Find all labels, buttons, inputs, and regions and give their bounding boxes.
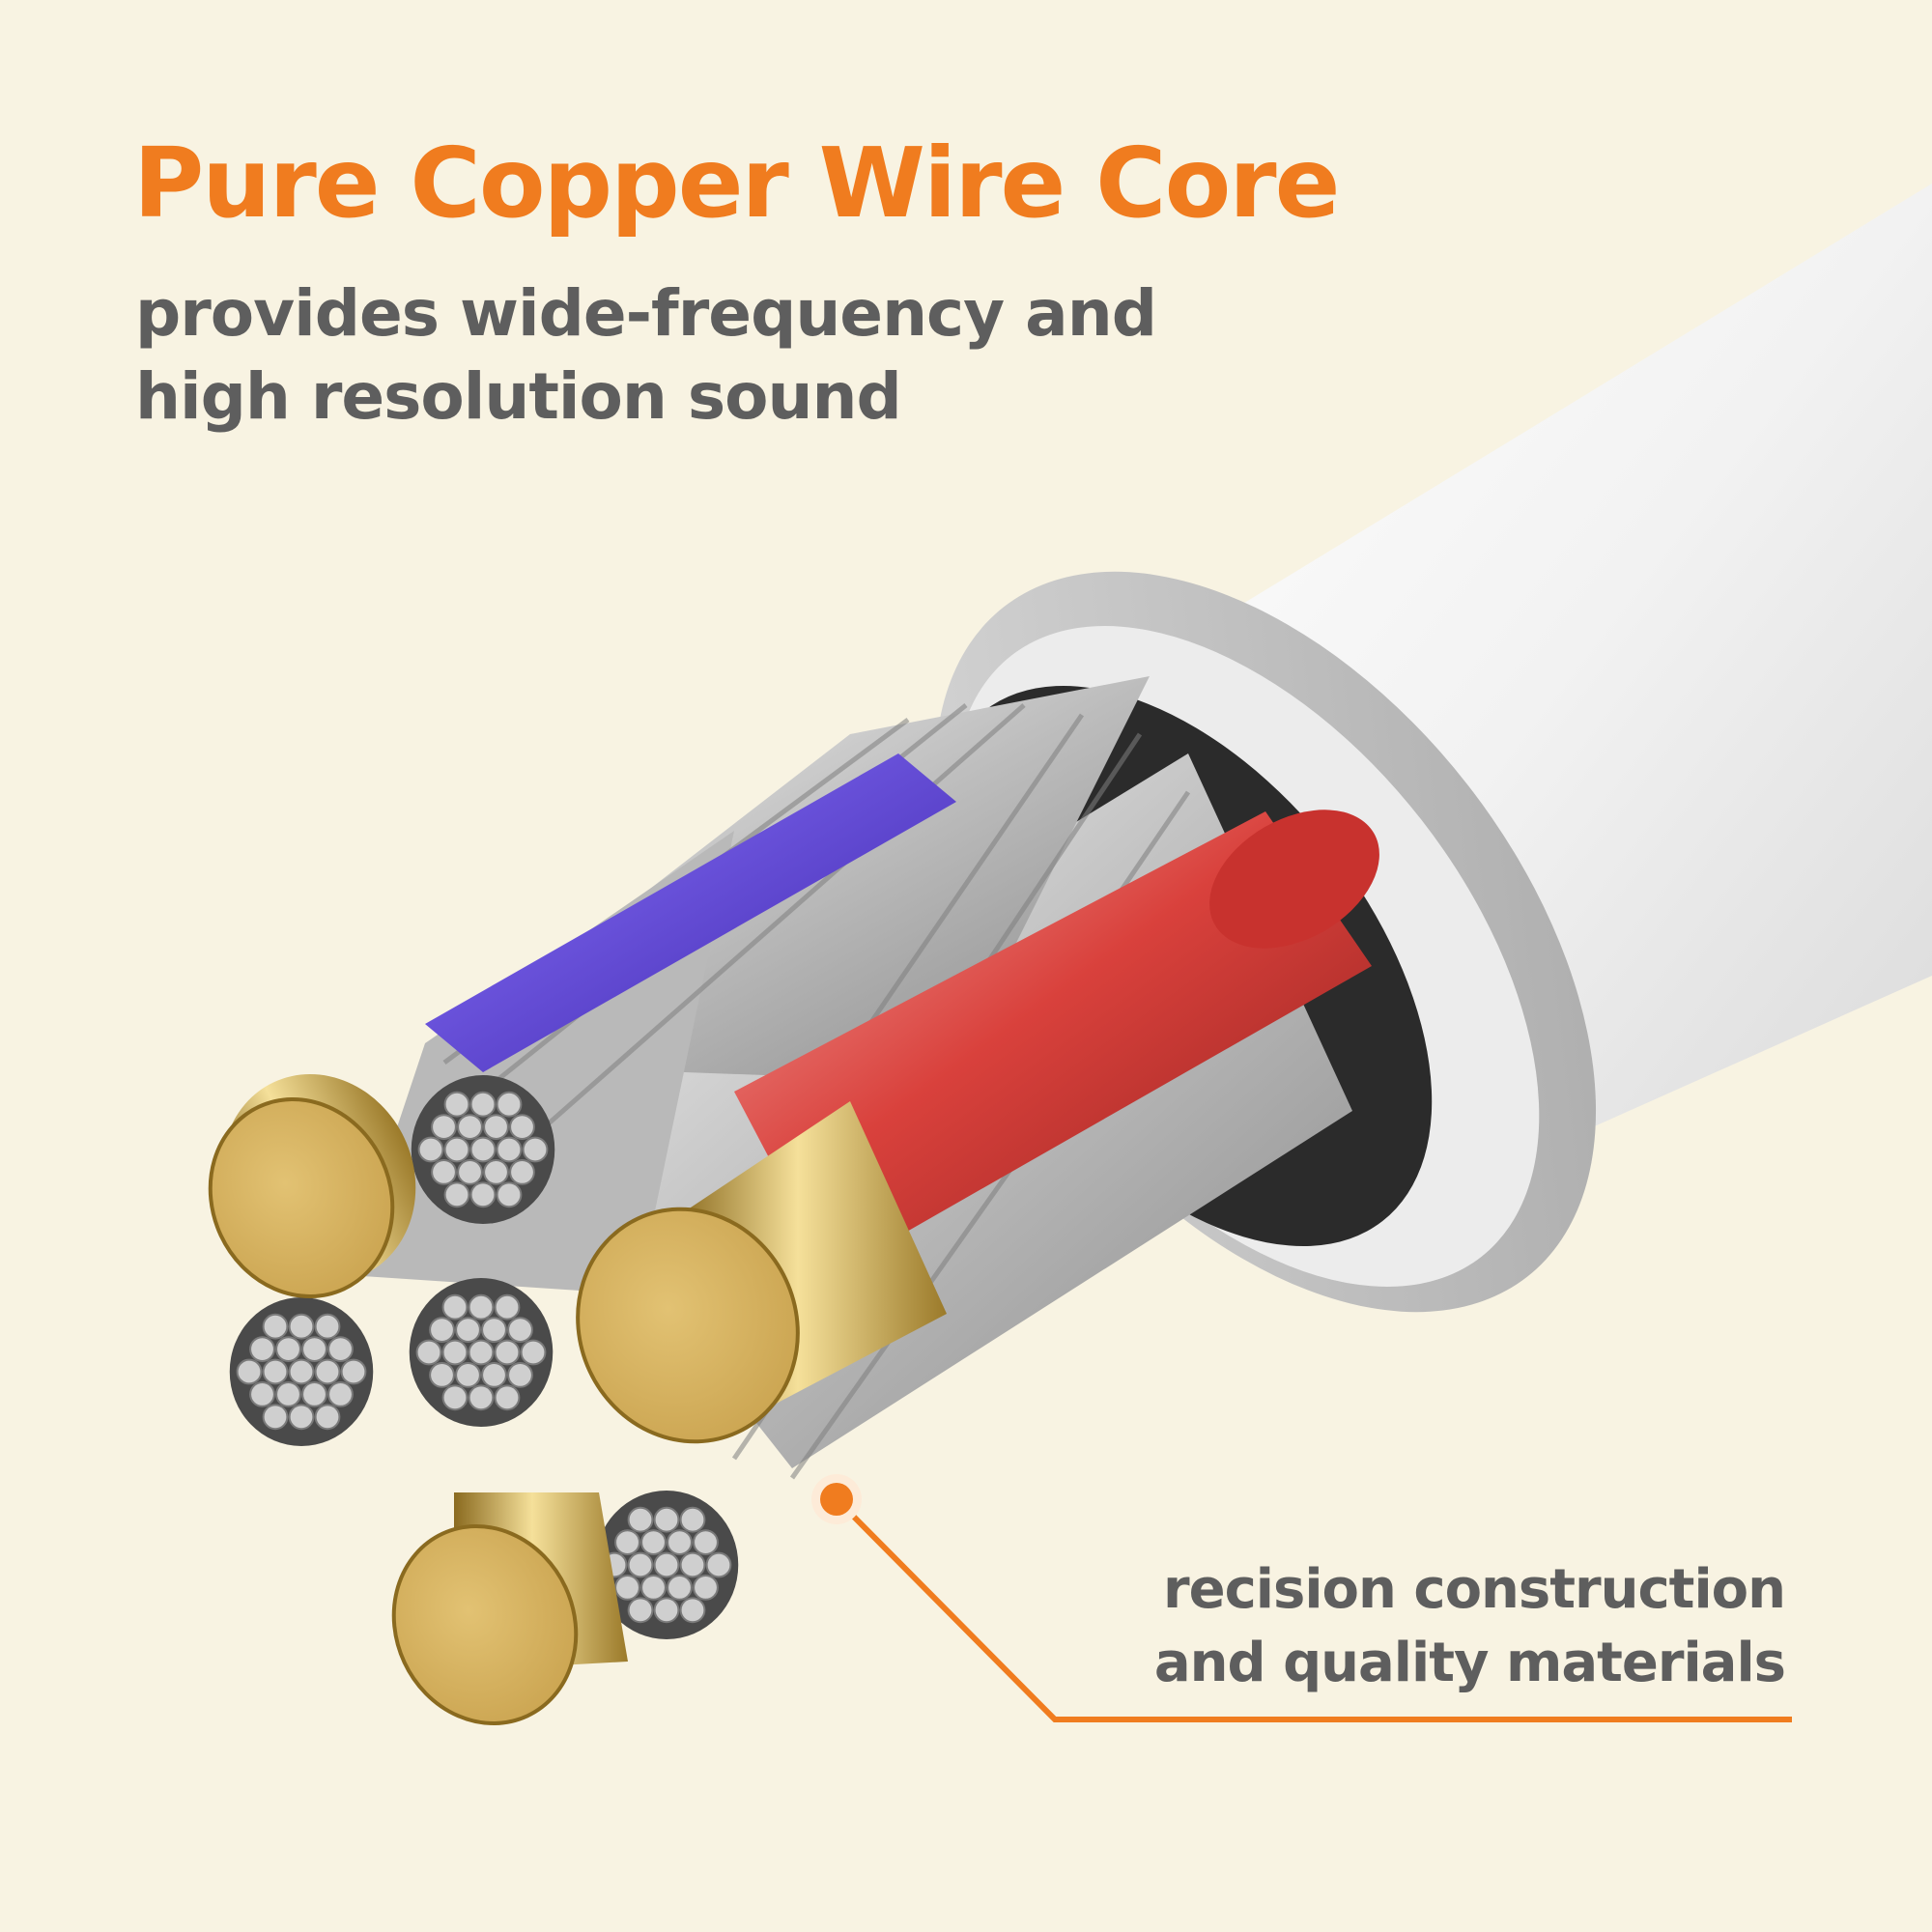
wire-strand-end (469, 1136, 497, 1163)
subheadline-line-1: provides wide-frequency and (135, 276, 1157, 351)
wire-strand-end (469, 1091, 497, 1118)
headline: Pure Copper Wire Core (133, 127, 1340, 240)
wire-strand-end (417, 1136, 444, 1163)
wire-strand-end (275, 1381, 301, 1407)
wire-strand-end (494, 1339, 521, 1366)
wire-strand-end (693, 1529, 719, 1555)
wire-strand-end (327, 1381, 354, 1407)
wire-strand-end (667, 1529, 693, 1555)
wire-strand-end (455, 1317, 481, 1343)
wire-strand-end (627, 1597, 654, 1624)
wire-strand-end (441, 1384, 469, 1411)
strand-bundle-top (411, 1075, 555, 1224)
wire-strand-end (301, 1381, 327, 1407)
wire-strand-end (262, 1313, 289, 1340)
callout-text-line-1: recision construction (1163, 1558, 1786, 1621)
wire-strand-end (288, 1313, 315, 1340)
strand-bundle-ends (229, 1075, 739, 1639)
wire-strand-end (431, 1114, 457, 1140)
wire-strand-end (262, 1404, 289, 1431)
wire-strand-end (468, 1339, 495, 1366)
wire-strand-end (496, 1091, 523, 1118)
wire-strand-end (653, 1506, 680, 1533)
wire-strand-end (614, 1575, 640, 1601)
wire-strand-end (429, 1317, 455, 1343)
strand-bundle-center (409, 1278, 554, 1427)
wire-strand-end (327, 1336, 354, 1362)
wire-strand-end (509, 1114, 535, 1140)
wire-strand-end (275, 1336, 301, 1362)
wire-strand-end (494, 1293, 521, 1321)
wire-strand-end (288, 1404, 315, 1431)
subheadline-line-2: high resolution sound (135, 359, 902, 434)
wire-strand-end (496, 1136, 523, 1163)
wire-strand-end (507, 1362, 533, 1388)
wire-strand-end (483, 1114, 509, 1140)
wire-strand-end (249, 1336, 275, 1362)
wire-strand-end (667, 1575, 693, 1601)
wire-strand-end (431, 1159, 457, 1185)
gold-wire-tips (208, 1074, 947, 1725)
wire-strand-end (705, 1551, 732, 1578)
red-insulated-wire (734, 810, 1379, 1275)
wire-strand-end (441, 1339, 469, 1366)
wire-strand-end (640, 1529, 667, 1555)
callout-leader-line (811, 1474, 1792, 1722)
wire-strand-end (457, 1159, 483, 1185)
wire-strand-end (236, 1358, 263, 1385)
wire-strand-end (481, 1317, 507, 1343)
wire-strand-end (627, 1506, 654, 1533)
wire-strand-end (509, 1159, 535, 1185)
wire-strand-end (496, 1181, 523, 1208)
wire-strand-end (455, 1362, 481, 1388)
wire-strand-end (443, 1136, 470, 1163)
wire-strand-end (340, 1358, 367, 1385)
wire-strand-end (481, 1362, 507, 1388)
wire-strand-end (494, 1384, 521, 1411)
wire-strand-end (314, 1404, 341, 1431)
wire-strand-end (679, 1506, 706, 1533)
gold-tip-bottom (391, 1492, 628, 1725)
wire-strand-end (429, 1362, 455, 1388)
wire-strand-end (522, 1136, 549, 1163)
callout-text-line-2: and quality materials (1153, 1632, 1786, 1694)
gold-tip-red-wire (576, 1101, 947, 1444)
wire-strand-end (314, 1313, 341, 1340)
wire-strand-end (415, 1339, 442, 1366)
wire-strand-end (469, 1181, 497, 1208)
wire-strand-end (520, 1339, 547, 1366)
wire-strand-end (441, 1293, 469, 1321)
wire-strand-end (468, 1293, 495, 1321)
wire-strand-end (288, 1358, 315, 1385)
wire-strand-end (249, 1381, 275, 1407)
wire-strand-end (640, 1575, 667, 1601)
wire-strand-end (468, 1384, 495, 1411)
wire-strand-end (262, 1358, 289, 1385)
wire-strand-end (627, 1551, 654, 1578)
strand-bundle-left (229, 1297, 374, 1446)
wire-strand-end (653, 1551, 680, 1578)
wire-strand-end (483, 1159, 509, 1185)
wire-strand-end (693, 1575, 719, 1601)
wire-strand-end (314, 1358, 341, 1385)
wire-strand-end (457, 1114, 483, 1140)
wire-strand-end (443, 1091, 470, 1118)
wire-strand-end (443, 1181, 470, 1208)
wire-strand-end (614, 1529, 640, 1555)
wire-strand-end (507, 1317, 533, 1343)
wire-strand-end (679, 1597, 706, 1624)
wire-strand-end (679, 1551, 706, 1578)
wire-strand-end (301, 1336, 327, 1362)
gold-tip-left (208, 1074, 416, 1298)
strand-bundle-bottom (594, 1491, 739, 1639)
wire-strand-end (653, 1597, 680, 1624)
purple-insulated-wire (425, 753, 956, 1072)
